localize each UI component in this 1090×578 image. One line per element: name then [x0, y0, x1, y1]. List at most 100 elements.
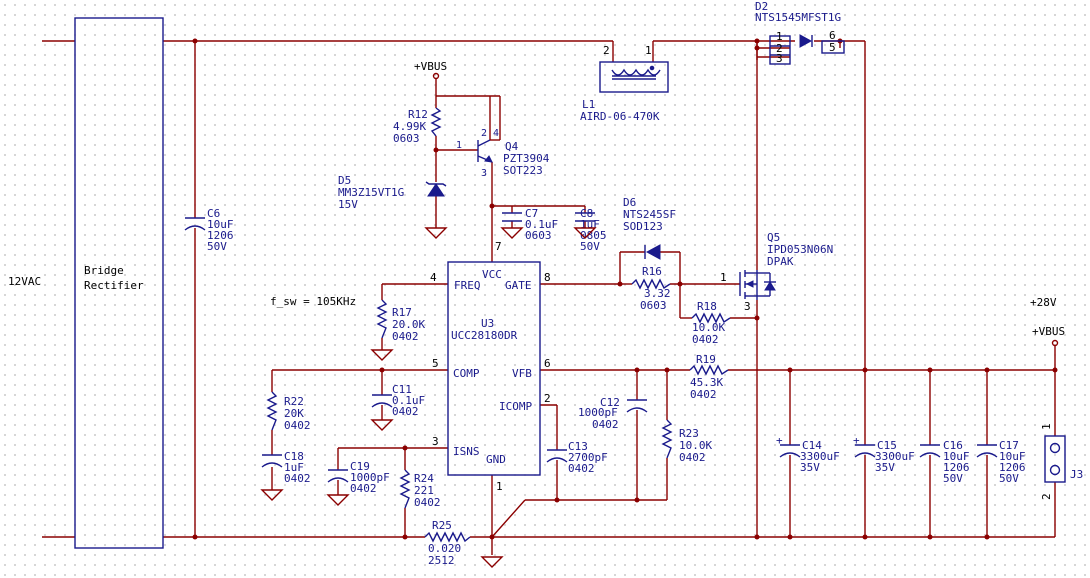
d6-pkg: SOD123: [623, 220, 663, 233]
c14-volt: 35V: [800, 461, 820, 474]
q5-pin3: 3: [744, 300, 751, 313]
r24-value: 221: [414, 484, 434, 497]
resistor-r12: R12 4.99K 0603: [393, 107, 442, 145]
r17-value: 20.0K: [392, 318, 425, 331]
c17-ref: C17: [999, 439, 1019, 452]
q4-pin3: 3: [481, 168, 487, 179]
u3-gnd: GND: [486, 453, 506, 466]
c13-pkg: 0402: [568, 462, 595, 475]
u3-pin4: 4: [430, 271, 437, 284]
c19-value: 1000pF: [350, 471, 390, 484]
q5-ref: Q5: [767, 231, 780, 244]
u3-pin7: 7: [495, 240, 502, 253]
c19-pkg: 0402: [350, 482, 377, 495]
bridge-label-2: Rectifier: [84, 279, 144, 292]
c6-volt: 50V: [207, 240, 227, 253]
fsw-label: f_sw = 105KHz: [270, 295, 356, 308]
u3-vcc: VCC: [482, 268, 502, 281]
c11-ref: C11: [392, 383, 412, 396]
r17-ref: R17: [392, 306, 412, 319]
capacitor-c7: C7 0.1uF 0603: [502, 207, 558, 242]
capacitor-c12: C12 1000pF 0402: [578, 396, 648, 431]
transistor-q4: 1 2 3 4 Q4 PZT3904 SOT223: [456, 128, 550, 179]
l1-part: AIRD-06-470K: [580, 110, 660, 123]
u3-part: UCC28180DR: [451, 329, 518, 342]
c8-ref: C8: [580, 207, 593, 220]
r22-pkg: 0402: [284, 419, 311, 432]
d2-pin3: 3: [776, 52, 783, 65]
d5-volt: 15V: [338, 198, 358, 211]
capacitor-c8: C8 1uF 0805 50V: [575, 207, 607, 253]
connector-j3: 1 2 J3: [1040, 423, 1083, 500]
bridge-label-1: Bridge: [84, 264, 124, 277]
d2-pin1: 1: [776, 30, 783, 43]
c15-ref: C15: [877, 439, 897, 452]
c19-ref: C19: [350, 460, 370, 473]
c6-pkg: 1206: [207, 229, 234, 242]
r24-ref: R24: [414, 472, 434, 485]
c6-value: 10uF: [207, 218, 234, 231]
ic-u3: VCC FREQ GATE U3 UCC28180DR COMP VFB ICO…: [430, 240, 551, 493]
ground-c18: [260, 489, 284, 501]
resistor-r22: R22 20K 0402: [266, 391, 311, 432]
ground-c7: [500, 227, 524, 239]
d2-part: NTS1545MFST1G: [755, 11, 841, 24]
u3-pin1: 1: [496, 480, 503, 493]
vbus-top-symbol: +VBUS: [414, 60, 447, 80]
q5-part: IPD053N06N: [767, 243, 833, 256]
input-label: 12VAC: [8, 275, 41, 288]
out-vbus-label: +VBUS: [1032, 325, 1065, 338]
q4-pkg: SOT223: [503, 164, 543, 177]
diode-d2: 1 2 3 6 5 D2 NTS1545MFST1G: [755, 0, 845, 65]
u3-vfb: VFB: [512, 367, 532, 380]
r23-pkg: 0402: [679, 451, 706, 464]
d2-ref: D2: [755, 0, 768, 13]
d5-part: MM3Z15VT1G: [338, 186, 404, 199]
q4-ref: Q4: [505, 140, 519, 153]
r25-value: 0.020: [428, 542, 461, 555]
d2-pin5: 5: [829, 41, 836, 54]
r18-pkg: 0402: [692, 333, 719, 346]
resistor-r23: R23 10.0K 0402: [661, 419, 712, 464]
q4-pin4: 4: [493, 128, 499, 139]
d6-ref: D6: [623, 196, 636, 209]
r18-value: 10.0K: [692, 321, 725, 334]
c15-plus: +: [853, 434, 860, 447]
q4-pin1: 1: [456, 140, 462, 151]
c16-pkg: 1206: [943, 461, 970, 474]
zener-d5: D5 MM3Z15VT1G 15V: [338, 174, 447, 211]
l1-ref: L1: [582, 98, 595, 111]
capacitor-c15: + C15 3300uF 35V: [853, 434, 915, 474]
bridge-rectifier: Bridge Rectifier: [74, 17, 164, 549]
u3-pin6: 6: [544, 357, 551, 370]
r16-value: 3.32: [644, 287, 671, 300]
ground-main: [480, 556, 504, 568]
capacitor-c13: C13 2700pF 0402: [546, 440, 608, 475]
q4-part: PZT3904: [503, 152, 550, 165]
u3-freq: FREQ: [454, 279, 481, 292]
c12-pkg: 0402: [592, 418, 619, 431]
r23-ref: R23: [679, 427, 699, 440]
d6-part: NTS245SF: [623, 208, 676, 221]
l1-pin2: 2: [603, 44, 610, 57]
u3-pin2: 2: [544, 392, 551, 405]
vbus-out-symbol: +VBUS: [1032, 325, 1065, 347]
c11-pkg: 0402: [392, 405, 419, 418]
d5-ref: D5: [338, 174, 351, 187]
j3-pin1: 1: [1040, 423, 1053, 430]
u3-pin8: 8: [544, 271, 551, 284]
d2-pin2: 2: [776, 42, 783, 55]
c16-value: 10uF: [943, 450, 970, 463]
c13-ref: C13: [568, 440, 588, 453]
capacitor-c17: C17 10uF 1206 50V: [976, 439, 1026, 485]
l1-pin1: 1: [645, 44, 652, 57]
r25-pkg: 2512: [428, 554, 455, 567]
ground-c8: [573, 227, 597, 239]
r12-ref: R12: [408, 108, 428, 121]
r16-ref: R16: [642, 265, 662, 278]
q4-pin2: 2: [481, 128, 487, 139]
j3-pin2: 2: [1040, 493, 1053, 500]
r22-value: 20K: [284, 407, 304, 420]
u3-icomp: ICOMP: [499, 400, 532, 413]
r22-ref: R22: [284, 395, 304, 408]
